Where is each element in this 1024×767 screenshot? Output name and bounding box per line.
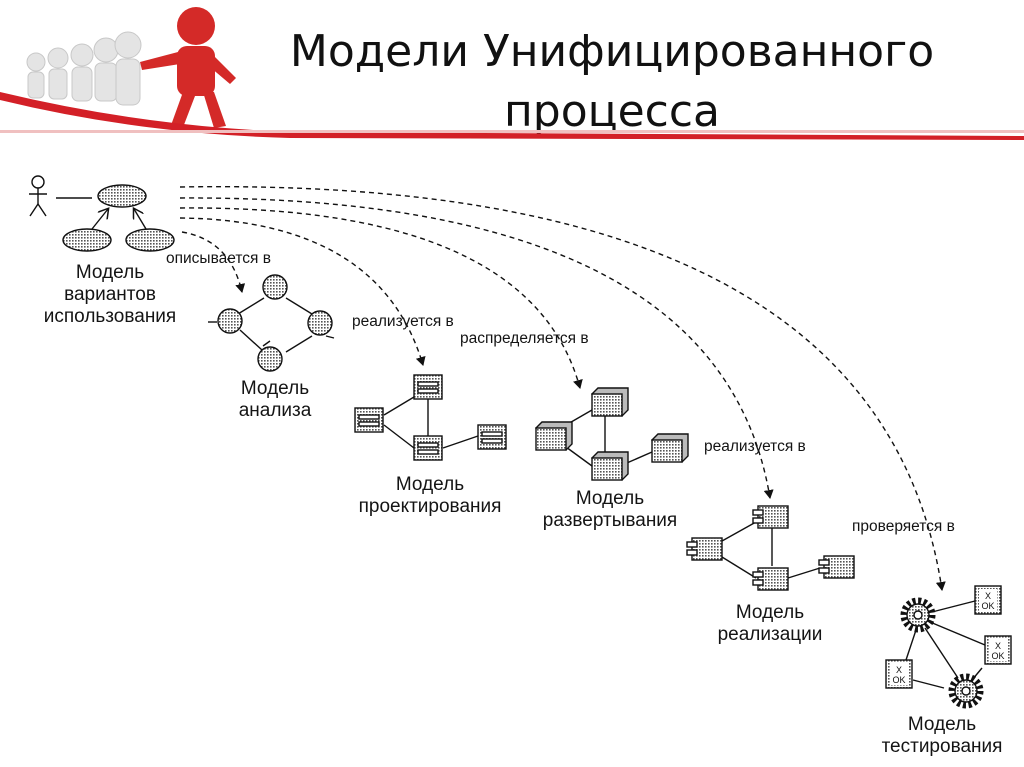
component-icon	[818, 555, 855, 579]
slide-title: Модели Унифицированного процесса	[289, 26, 935, 137]
implementation-model-label: Модель реализации	[717, 602, 823, 645]
component-icon	[752, 567, 789, 591]
test-model-label: Модель тестирования	[881, 714, 1003, 757]
deployment-model-icon	[534, 387, 689, 481]
analysis-model-label: Модель анализа	[238, 378, 312, 421]
svg-text:OK: OK	[981, 601, 994, 611]
use-case-ellipse	[62, 228, 112, 252]
design-class-icon	[413, 374, 443, 400]
actor-icon	[29, 175, 47, 217]
use-case-ellipse	[125, 228, 175, 252]
relation-label-distributed-in: распределяется в	[460, 330, 589, 347]
design-model-icon	[354, 374, 507, 461]
component-icon	[752, 505, 789, 529]
node-icon	[590, 387, 629, 417]
deployment-model-label: Модель развертывания	[542, 488, 678, 531]
svg-text:X: X	[985, 591, 991, 601]
arrow-to-test	[179, 185, 946, 591]
arrow-to-analysis	[181, 231, 246, 293]
svg-text:OK: OK	[892, 675, 905, 685]
analysis-class-icon	[257, 346, 283, 372]
analysis-model-icon	[208, 274, 335, 372]
node-icon	[590, 451, 629, 481]
relation-label-realized-in: реализуется в	[352, 313, 454, 330]
implementation-model-icon	[686, 505, 855, 591]
design-model-label: Модель проектирования	[358, 474, 502, 517]
gear-icon	[948, 673, 984, 709]
node-icon	[650, 433, 689, 463]
use-case-model-label: Модель вариантов использования	[43, 262, 177, 327]
analysis-class-icon	[217, 308, 243, 334]
analysis-class-icon	[307, 310, 333, 336]
arrow-to-implementation	[179, 197, 774, 499]
use-case-ellipse	[97, 184, 147, 208]
relation-label-described-in: описывается в	[166, 250, 271, 267]
design-class-icon	[354, 407, 384, 433]
design-class-icon	[413, 435, 443, 461]
relation-label-verified-in: проверяется в	[852, 518, 955, 535]
analysis-class-icon	[262, 274, 288, 300]
arrow-to-design	[179, 217, 426, 366]
arrow-to-deployment	[179, 207, 583, 389]
component-icon	[686, 537, 723, 561]
svg-text:X: X	[995, 641, 1001, 651]
test-case-icon: X OK	[974, 585, 1002, 615]
svg-text:X: X	[896, 665, 902, 675]
test-case-icon: X OK	[984, 635, 1012, 665]
flow-arrows	[179, 185, 946, 591]
header-figures-illustration	[0, 7, 1024, 140]
design-class-icon	[477, 424, 507, 450]
relation-label-realized-in-impl: реализуется в	[704, 438, 806, 455]
node-icon	[534, 421, 573, 451]
gear-icon	[900, 597, 936, 633]
test-model-icon: X OK X OK X OK	[885, 585, 1012, 709]
svg-text:OK: OK	[991, 651, 1004, 661]
test-case-icon: X OK	[885, 659, 913, 689]
use-case-model-icon	[29, 175, 175, 252]
